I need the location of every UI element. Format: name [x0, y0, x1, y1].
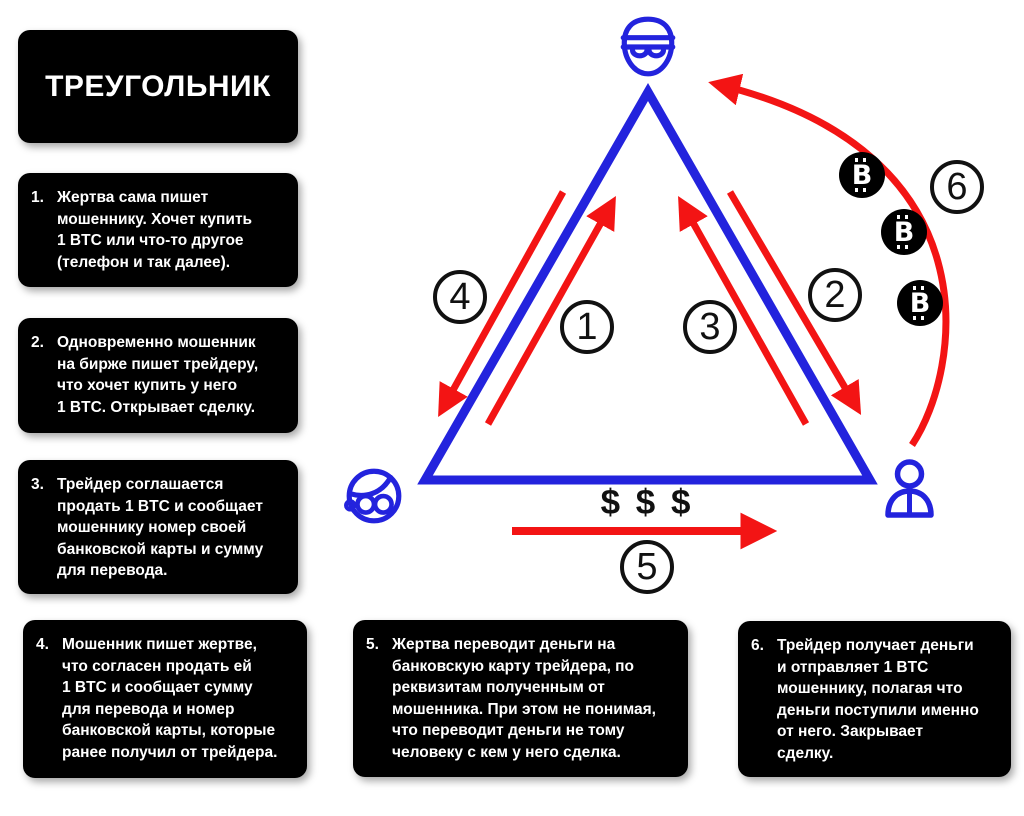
page-title: ТРЕУГОЛЬНИК: [45, 69, 271, 103]
step-text: Мошенник пишет жертве, что согласен прод…: [62, 636, 278, 761]
step-number: 5.: [366, 636, 379, 653]
arrow-1-victim-to-scammer: [484, 195, 616, 426]
step-card-1: 1. Жертва сама пишет мошеннику. Хочет ку…: [18, 173, 298, 287]
bitcoin-icon: B: [881, 209, 927, 255]
triangle-shape: [417, 82, 878, 485]
circle-label-6: 6: [930, 160, 984, 214]
circle-label-2: 2: [808, 268, 862, 322]
step-card-5: 5. Жертва переводит деньги на банковскую…: [353, 620, 688, 777]
step-card-4: 4. Мошенник пишет жертве, что согласен п…: [23, 620, 307, 778]
step-card-6: 6. Трейдер получает деньги и отправляет …: [738, 621, 1011, 777]
bitcoin-icon: B: [839, 152, 885, 198]
bitcoin-glyph: B: [851, 157, 873, 192]
step-number: 1.: [31, 189, 44, 206]
step-text: Трейдер соглашается продать 1 BTC и сооб…: [57, 476, 264, 579]
step-number: 2.: [31, 334, 44, 351]
bitcoin-glyph: B: [909, 285, 931, 320]
victim-icon: [344, 468, 402, 524]
step-text: Жертва переводит деньги на банковскую ка…: [392, 636, 656, 761]
step-number: 4.: [36, 636, 49, 653]
step-number: 6.: [751, 637, 764, 654]
arrow-2-scammer-to-trader: [726, 190, 862, 415]
scammer-icon: [620, 16, 676, 77]
step-text: Одновременно мошенник на бирже пишет тре…: [57, 334, 259, 416]
bitcoin-icon: B: [897, 280, 943, 326]
title-card: ТРЕУГОЛЬНИК: [18, 30, 298, 143]
step-card-2: 2. Одновременно мошенник на бирже пишет …: [18, 318, 298, 433]
arrow-4-scammer-to-victim: [438, 190, 567, 418]
circle-label-3: 3: [683, 300, 737, 354]
step-text: Жертва сама пишет мошеннику. Хочет купит…: [57, 189, 253, 271]
step-number: 3.: [31, 476, 44, 493]
circle-label-1: 1: [560, 300, 614, 354]
dollar-amount-label: $ $ $: [600, 483, 694, 522]
arrow-6-btc-transfer: [708, 73, 950, 447]
step-text: Трейдер получает деньги и отправляет 1 B…: [777, 637, 979, 762]
arrow-3-trader-to-scammer: [678, 195, 810, 426]
circle-label-4: 4: [433, 270, 487, 324]
trader-icon: [885, 459, 934, 518]
circle-label-5: 5: [620, 540, 674, 594]
step-card-3: 3. Трейдер соглашается продать 1 BTC и с…: [18, 460, 298, 594]
bitcoin-glyph: B: [893, 214, 915, 249]
